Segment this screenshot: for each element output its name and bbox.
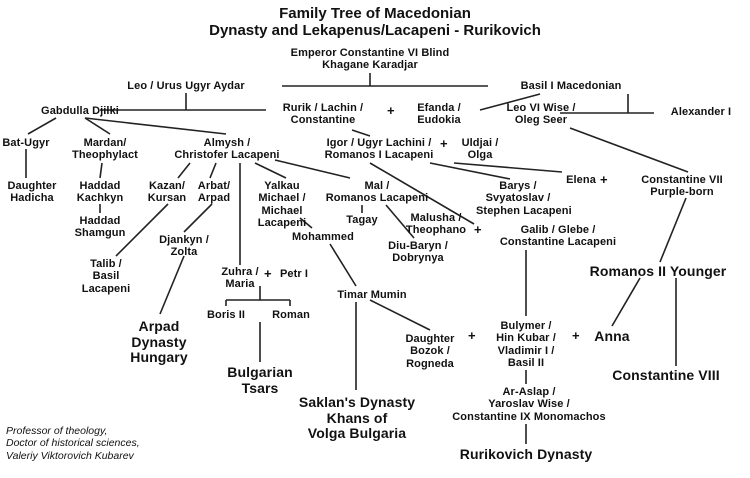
node-daughter-hadicha: Daughter Hadicha xyxy=(7,180,57,205)
node-romanos-ii: Romanos II Younger xyxy=(589,263,727,279)
node-constantine-vi: Emperor Constantine VI Blind Khagane Kar… xyxy=(290,47,450,72)
node-basil-i: Basil I Macedonian xyxy=(520,80,622,92)
marriage-plus-elena-constantine: + xyxy=(600,172,608,187)
node-alexander-i: Alexander I xyxy=(670,106,732,118)
node-bulymer: Bulymer / Hin Kubar / Vladimir I / Basil… xyxy=(496,320,556,369)
node-malusha: Malusha / Theophano xyxy=(405,212,467,237)
node-arpad-dynasty: Arpad Dynasty Hungary xyxy=(130,318,188,366)
marriage-plus-bulymer-anna: + xyxy=(572,328,580,343)
node-elena: Elena xyxy=(566,174,596,186)
node-djankyn: Djankyn / Zolta xyxy=(159,234,209,259)
marriage-plus-igor-uldjai: + xyxy=(440,136,448,151)
node-almysh: Almysh / Christofer Lacapeni xyxy=(174,137,280,162)
node-barys: Barys / Svyatoslav / Stephen Lacapeni xyxy=(476,180,572,217)
node-talib: Talib / Basil Lacapeni xyxy=(81,258,131,295)
node-haddad-kachkyn: Haddad Kachkyn xyxy=(76,180,124,205)
diagram-title-line2: Dynasty and Lekapenus/Lacapeni - Rurikov… xyxy=(209,22,541,39)
node-bat-ugyr: Bat-Ugyr xyxy=(2,137,50,149)
node-haddad-shamgun: Haddad Shamgun xyxy=(74,215,126,240)
marriage-plus-malusha-galib: + xyxy=(474,222,482,237)
node-tagay: Tagay xyxy=(346,214,378,226)
node-constantine-viii: Constantine VIII xyxy=(612,367,720,383)
node-petr-i: Petr I xyxy=(279,268,309,280)
node-leo-urus: Leo / Urus Ugyr Aydar xyxy=(127,80,245,92)
node-diu-baryn: Diu-Baryn / Dobrynya xyxy=(388,240,448,265)
node-ar-aslap: Ar-Aslap / Yaroslav Wise / Constantine I… xyxy=(452,386,606,423)
node-igor: Igor / Ugyr Lachini / Romanos I Lacapeni xyxy=(324,137,434,162)
marriage-plus-bozok-bulymer: + xyxy=(468,328,476,343)
node-roman: Roman xyxy=(272,309,310,321)
node-constantine-vii: Constantine VII Purple-born xyxy=(641,174,723,199)
node-boris-ii: Boris II xyxy=(206,309,246,321)
node-gabdulla: Gabdulla Djilki xyxy=(41,105,119,117)
node-galib: Galib / Glebe / Constantine Lacapeni xyxy=(499,224,617,249)
marriage-plus-zuhra-petr: + xyxy=(264,266,272,281)
node-yalkau: Yalkau Michael / Michael Lacapeni xyxy=(257,180,307,229)
node-rurikovich-dynasty: Rurikovich Dynasty xyxy=(459,446,593,462)
node-leo-vi: Leo VI Wise / Oleg Seer xyxy=(506,102,576,127)
node-timar: Timar Mumin xyxy=(337,289,407,301)
node-daughter-bozok: Daughter Bozok / Rogneda xyxy=(405,333,455,370)
node-anna: Anna xyxy=(594,328,630,344)
node-mal: Mal / Romanos Lacapeni xyxy=(325,180,429,205)
node-efanda: Efanda / Eudokia xyxy=(417,102,461,127)
node-bulgarian-tsars: Bulgarian Tsars xyxy=(227,364,293,396)
diagram-title-line1: Family Tree of Macedonian xyxy=(279,5,471,22)
node-mardan: Mardan/ Theophylact xyxy=(72,137,138,162)
node-saklan-dynasty: Saklan's Dynasty Khans of Volga Bulgaria xyxy=(298,394,416,442)
node-mohammed: Mohammed xyxy=(292,231,354,243)
node-uldjai: Uldjai / Olga xyxy=(461,137,499,162)
node-rurik: Rurik / Lachin / Constantine xyxy=(282,102,364,127)
node-kazan: Kazan/ Kursan xyxy=(147,180,187,205)
marriage-plus-rurik-efanda: + xyxy=(387,103,395,118)
author-credit: Professor of theology, Doctor of histori… xyxy=(6,425,140,462)
node-zuhra: Zuhra / Maria xyxy=(221,266,259,291)
node-arbat: Arbat/ Arpad xyxy=(197,180,231,205)
